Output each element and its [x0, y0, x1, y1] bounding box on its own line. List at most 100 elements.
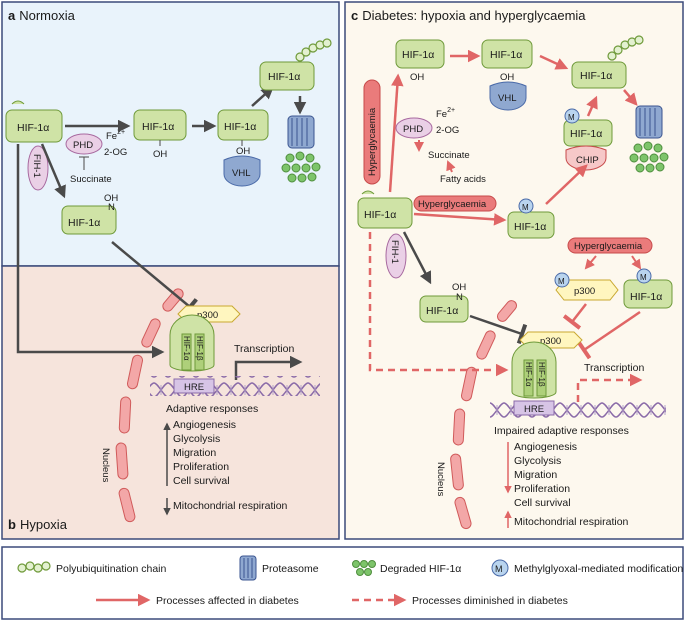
mito-respiration-b: Mitochondrial respiration: [173, 500, 288, 512]
legend-proteasome-label: Proteasome: [262, 563, 319, 575]
svg-text:p300: p300: [574, 286, 595, 297]
svg-text:N: N: [456, 292, 463, 303]
svg-text:Angiogenesis: Angiogenesis: [173, 419, 236, 431]
hif1a-oh-node-a: HIF-1α OH: [133, 109, 187, 160]
hif1a-methylated-node-c: HIF-1α M: [507, 198, 555, 239]
svg-text:HIF-1α: HIF-1α: [68, 217, 100, 229]
nucleus-label-b: Nucleus: [100, 448, 111, 483]
adaptive-responses-header: Adaptive responses: [166, 403, 258, 415]
svg-text:HIF-1β: HIF-1β: [537, 362, 546, 387]
svg-text:Migration: Migration: [173, 447, 216, 459]
hif1a-vhl-complex-a: HIF-1α OH VHL: [217, 109, 269, 187]
hyperglycaemia-tag-vertical: Hyperglycaemia: [363, 79, 381, 185]
polyubiquitin-chain-a: [295, 38, 332, 62]
legend-box: [1, 546, 684, 620]
panel-b-background: [1, 265, 340, 540]
svg-text:2-OG: 2-OG: [436, 125, 459, 136]
svg-text:VHL: VHL: [498, 93, 516, 104]
adaptive-responses-list-b: Angiogenesis Glycolysis Migration Prolif…: [173, 419, 236, 487]
svg-text:OH: OH: [500, 72, 514, 83]
svg-text:PHD: PHD: [403, 124, 423, 135]
svg-text:HIF-1α: HIF-1α: [490, 49, 522, 61]
svg-text:HIF-1α: HIF-1α: [268, 71, 300, 83]
svg-text:p300: p300: [197, 310, 218, 321]
svg-text:HIF-1α: HIF-1α: [182, 336, 191, 361]
svg-text:HRE: HRE: [524, 404, 544, 415]
phd-enzyme-c: PHD Fe2+ 2-OG Succinate Fatty acids: [395, 107, 486, 185]
svg-text:M: M: [640, 273, 647, 282]
hif-dimer-b: HIF-1α HIF-1β: [169, 314, 215, 372]
svg-text:Hyperglycaemia: Hyperglycaemia: [574, 241, 643, 252]
svg-text:HIF-1α: HIF-1α: [142, 121, 174, 133]
hif1a-node-a1: HIF-1α: [5, 100, 63, 143]
legend-diminished-label: Processes diminished in diabetes: [412, 595, 568, 607]
svg-text:HIF-1α: HIF-1α: [524, 362, 533, 387]
svg-text:OH: OH: [452, 282, 466, 293]
hif1a-oh-node-c: HIF-1α OH: [395, 39, 445, 83]
nucleus-label-c: Nucleus: [435, 462, 446, 497]
transcription-arrow-c: Transcription: [576, 362, 644, 402]
p300-methylated: p300 M: [554, 272, 619, 301]
svg-text:M: M: [522, 203, 529, 212]
svg-text:VHL: VHL: [232, 168, 250, 179]
svg-text:M: M: [558, 277, 565, 286]
nucleus-membrane-c: [450, 300, 517, 530]
svg-text:M: M: [495, 564, 503, 574]
transcription-arrow-b: Transcription: [234, 343, 303, 380]
svg-text:Hyperglycaemia: Hyperglycaemia: [418, 199, 487, 210]
svg-text:OH: OH: [104, 193, 118, 204]
proteasome-c: [635, 105, 663, 139]
svg-text:CHIP: CHIP: [576, 155, 599, 166]
hyperglycaemia-tag-right: Hyperglycaemia: [567, 237, 653, 254]
svg-text:Proliferation: Proliferation: [514, 483, 570, 495]
svg-text:M: M: [568, 113, 575, 122]
svg-text:HIF-1β: HIF-1β: [195, 336, 204, 361]
mito-respiration-c: Mitochondrial respiration: [514, 516, 629, 528]
impaired-responses-header: Impaired adaptive responses: [494, 425, 629, 437]
svg-text:HIF-1α: HIF-1α: [514, 221, 546, 233]
svg-text:HIF-1α: HIF-1α: [580, 70, 612, 82]
svg-text:HIF-1α: HIF-1α: [630, 291, 662, 303]
hif1a-ubiquitinated-c: HIF-1α: [571, 35, 644, 89]
svg-text:Glycolysis: Glycolysis: [514, 455, 561, 467]
svg-text:HIF-1α: HIF-1α: [570, 128, 602, 140]
svg-text:PHD: PHD: [73, 140, 93, 151]
svg-text:Cell survival: Cell survival: [173, 475, 230, 487]
svg-text:Transcription: Transcription: [234, 343, 294, 355]
legend-polyub-icon: [17, 561, 51, 573]
svg-text:HIF-1α: HIF-1α: [402, 49, 434, 61]
svg-text:Angiogenesis: Angiogenesis: [514, 441, 577, 453]
svg-text:Glycolysis: Glycolysis: [173, 433, 220, 445]
legend-methyl-icon: M: [491, 559, 509, 577]
fih1-enzyme-c: FIH-1: [385, 233, 407, 279]
svg-text:Fatty acids: Fatty acids: [440, 174, 486, 185]
svg-text:OH: OH: [236, 146, 250, 157]
hif1a-vhl-complex-c: HIF-1α OH VHL: [481, 39, 533, 111]
svg-text:Migration: Migration: [514, 469, 557, 481]
svg-text:Succinate: Succinate: [428, 150, 470, 161]
svg-text:Cell survival: Cell survival: [514, 497, 571, 509]
svg-text:OH: OH: [410, 72, 424, 83]
hif1a-methyl-chip-complex: HIF-1α M CHIP: [563, 108, 613, 171]
hif1a-n-oh-node-a: HIF-1α N OH: [61, 193, 118, 235]
svg-text:Proliferation: Proliferation: [173, 461, 229, 473]
hif-dimer-c: HIF-1α HIF-1β: [511, 341, 557, 399]
fih1-enzyme-a: FIH-1: [27, 145, 49, 191]
legend-degraded-label: Degraded HIF-1α: [380, 563, 461, 575]
svg-text:OH: OH: [153, 149, 167, 160]
svg-text:HIF-1α: HIF-1α: [426, 305, 458, 317]
phd-enzyme-a: PHD Fe2+ 2-OG Succinate: [65, 129, 127, 185]
svg-text:FIH-1: FIH-1: [31, 154, 42, 178]
hyperglycaemia-tag-horizontal: Hyperglycaemia: [413, 195, 497, 212]
legend-proteasome-icon: [239, 555, 257, 581]
svg-text:2-OG: 2-OG: [104, 147, 127, 158]
proteasome-a: [287, 115, 315, 149]
svg-text:HIF-1α: HIF-1α: [224, 121, 256, 133]
legend-methyl-label: Methylglyoxal-mediated modification: [514, 563, 683, 575]
legend-affected-label: Processes affected in diabetes: [156, 595, 299, 607]
legend-polyub-label: Polyubiquitination chain: [56, 563, 166, 575]
hif1a-ubiquitinated-a: HIF-1α: [259, 38, 332, 91]
